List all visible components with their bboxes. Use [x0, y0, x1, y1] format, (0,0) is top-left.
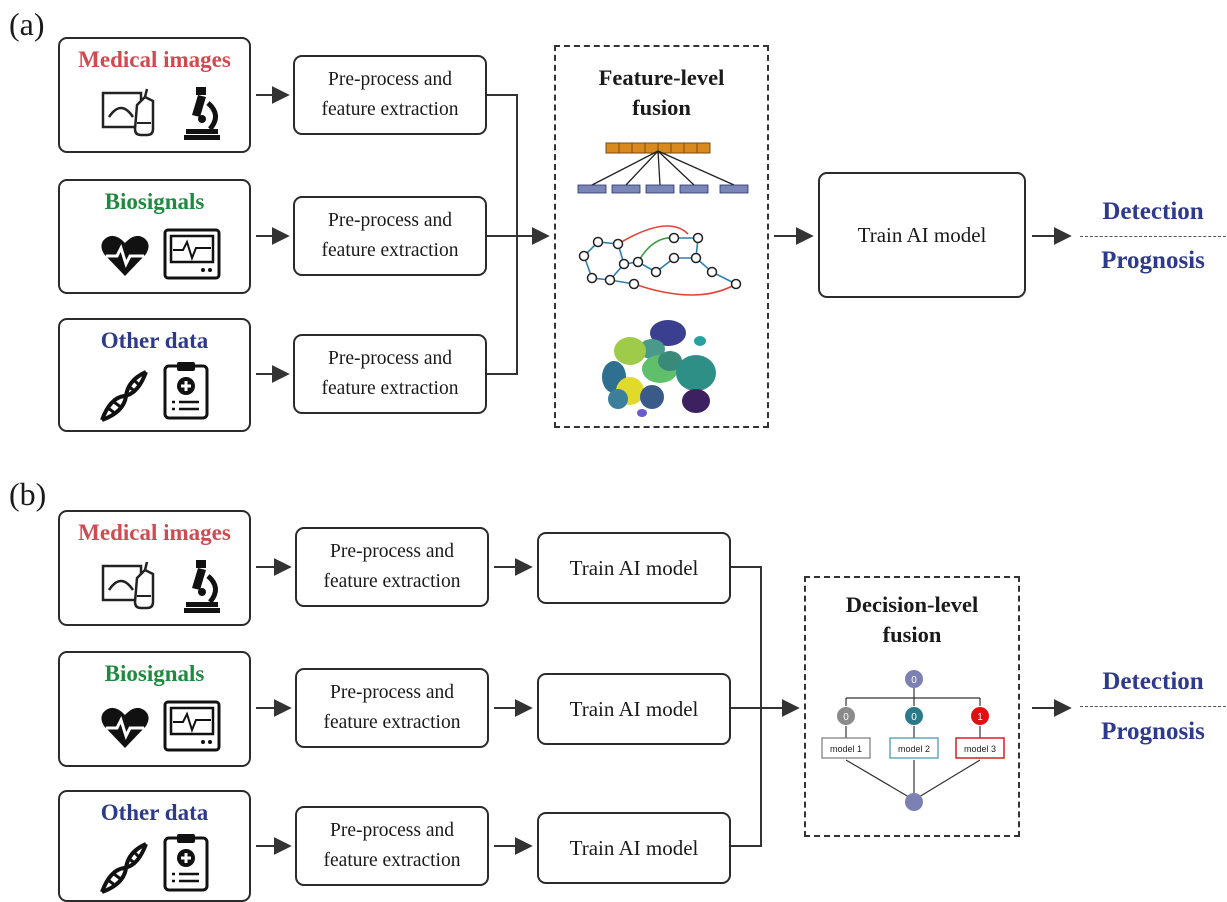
graph-network-icon	[578, 225, 742, 296]
outcome-prognosis: Prognosis	[1101, 247, 1205, 274]
feature-level-fusion-title: Feature-level fusion	[556, 63, 767, 124]
source-box-other-data: Other data	[58, 318, 251, 432]
outcome-detection: Detection	[1102, 198, 1204, 225]
vital-monitor-icon	[163, 228, 221, 280]
preprocess-box-other-data: Pre-process and feature extraction	[293, 334, 487, 414]
preprocess-line-1: Pre-process and	[328, 347, 452, 369]
model-3-label: model 3	[964, 744, 996, 754]
preprocess-box-other-data: Pre-process and feature extraction	[295, 806, 489, 886]
model-1-box	[821, 737, 871, 759]
ultrasound-probe-icon	[101, 561, 155, 610]
model-2-output-value: 0	[911, 712, 917, 723]
train-model-box-biosignals: Train AI model	[537, 673, 731, 745]
panel-b-label: (b)	[9, 476, 47, 512]
fusion-title-line-1: Feature-level	[598, 65, 725, 90]
dna-icon	[100, 842, 148, 894]
train-model-box-other-data: Train AI model	[537, 812, 731, 884]
decision-level-fusion-title: Decision-level fusion	[806, 590, 1018, 651]
ensemble-output-value: 0	[911, 675, 917, 686]
preprocess-line-2: feature extraction	[321, 240, 459, 261]
source-title-biosignals: Biosignals	[104, 189, 205, 214]
merge-line-decision-fusion	[731, 566, 762, 847]
cluster-embedding-icon	[602, 320, 716, 417]
train-model-box: Train AI model	[818, 172, 1026, 298]
heart-pulse-icon	[101, 707, 149, 748]
model-ensemble-diagram: 0 0 0 1 model 1 model 2 model 3	[821, 670, 1005, 811]
vital-monitor-icon	[163, 700, 221, 752]
source-box-other-data: Other data	[58, 790, 251, 902]
microscope-icon	[184, 87, 220, 140]
preprocess-line-1: Pre-process and	[330, 819, 454, 841]
source-box-biosignals: Biosignals	[58, 651, 251, 767]
model-2-label: model 2	[898, 744, 930, 754]
clipboard-medical-icon	[163, 834, 209, 892]
preprocess-line-2: feature extraction	[323, 712, 461, 733]
panel-a-label: (a)	[9, 6, 45, 42]
feature-level-fusion-box: Feature-level fusion	[554, 45, 769, 428]
outcome-detection: Detection	[1102, 668, 1204, 695]
model-3-box	[955, 737, 1005, 759]
model-2-output-node	[905, 707, 923, 725]
source-title-medical-images: Medical images	[78, 520, 231, 545]
clipboard-medical-icon	[163, 362, 209, 420]
preprocess-line-1: Pre-process and	[328, 209, 452, 231]
ensemble-input-node	[905, 793, 923, 811]
fusion-title-line-1: Decision-level	[845, 592, 979, 617]
preprocess-box-biosignals: Pre-process and feature extraction	[293, 196, 487, 276]
fusion-title-line-2: fusion	[882, 622, 942, 648]
ensemble-output-node	[905, 670, 923, 688]
model-1-output-node	[837, 707, 855, 725]
outcome-prognosis: Prognosis	[1101, 718, 1205, 745]
dna-icon	[100, 370, 148, 422]
feature-vector-tree-icon	[577, 142, 749, 194]
source-title-other-data: Other data	[100, 800, 209, 825]
source-title-other-data: Other data	[100, 328, 209, 353]
model-3-output-node	[971, 707, 989, 725]
preprocess-line-2: feature extraction	[323, 850, 461, 871]
fusion-title-line-2: fusion	[632, 95, 691, 121]
source-title-medical-images: Medical images	[78, 47, 231, 72]
ultrasound-probe-icon	[101, 88, 155, 137]
preprocess-box-medical-images: Pre-process and feature extraction	[293, 55, 487, 135]
model-3-output-value: 1	[977, 712, 983, 723]
model-1-label: model 1	[830, 744, 862, 754]
outcome-separator	[1080, 236, 1226, 237]
preprocess-box-biosignals: Pre-process and feature extraction	[295, 668, 489, 748]
source-title-biosignals: Biosignals	[104, 661, 205, 686]
preprocess-line-2: feature extraction	[323, 571, 461, 592]
source-box-medical-images: Medical images	[58, 510, 251, 626]
source-box-biosignals: Biosignals	[58, 179, 251, 294]
preprocess-line-2: feature extraction	[321, 99, 459, 120]
preprocess-line-1: Pre-process and	[328, 68, 452, 90]
preprocess-line-1: Pre-process and	[330, 540, 454, 562]
model-2-box	[889, 737, 939, 759]
decision-level-fusion-box: Decision-level fusion 0 0 0 1 model 1 mo…	[804, 576, 1020, 837]
source-box-medical-images: Medical images	[58, 37, 251, 153]
preprocess-line-1: Pre-process and	[330, 681, 454, 703]
outcome-separator	[1080, 706, 1226, 707]
preprocess-line-2: feature extraction	[321, 378, 459, 399]
model-1-output-value: 0	[843, 712, 849, 723]
merge-line-feature-fusion	[487, 94, 518, 375]
train-model-box-medical-images: Train AI model	[537, 532, 731, 604]
microscope-icon	[184, 560, 220, 613]
heart-pulse-icon	[101, 235, 149, 276]
preprocess-box-medical-images: Pre-process and feature extraction	[295, 527, 489, 607]
